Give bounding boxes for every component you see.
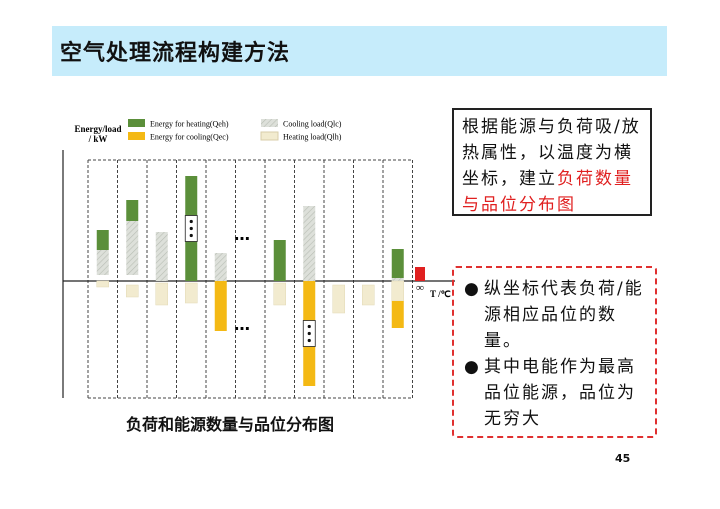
- bar-ec: [391, 301, 404, 328]
- break-dot: [307, 324, 311, 329]
- notes-box: ● 纵坐标代表负荷/能源相应品位的数量。 ● 其中电能作为最高品位能源，品位为无…: [452, 266, 657, 438]
- note-item: ● 其中电能作为最高品位能源，品位为无穷大: [464, 354, 647, 432]
- break-dot: [307, 331, 311, 336]
- note-text-2: 其中电能作为最高品位能源，品位为无穷大: [484, 357, 636, 429]
- infinity-label: ∞: [416, 282, 424, 294]
- ellipsis-upper: …: [234, 225, 250, 244]
- bullet-icon: ●: [464, 357, 481, 377]
- note-item: ● 纵坐标代表负荷/能源相应品位的数量。: [464, 276, 647, 354]
- bar-lh: [126, 284, 139, 298]
- bar-eh: [391, 249, 404, 278]
- note-text-1: 纵坐标代表负荷/能源相应品位的数量。: [484, 279, 644, 351]
- bar-electricity: [415, 267, 425, 281]
- title-bar: 空气处理流程构建方法: [52, 26, 667, 76]
- bar-lc: [96, 250, 109, 275]
- legend-label: Cooling load(Qlc): [283, 120, 342, 129]
- bar-lc: [126, 221, 139, 275]
- bar-lc: [303, 206, 316, 281]
- bar-lc: [391, 278, 404, 281]
- y-axis-label-line1: Energy/load: [74, 124, 121, 134]
- bar-lc: [155, 232, 168, 281]
- legend-swatch: [128, 132, 145, 140]
- bar-lh: [96, 280, 109, 288]
- bullet-icon: ●: [464, 279, 481, 299]
- bar-eh: [273, 240, 286, 281]
- bar-lc: [214, 253, 227, 281]
- y-axis-label-line2: / kW: [88, 134, 108, 144]
- break-dot: [189, 219, 193, 224]
- break-dot: [189, 226, 193, 231]
- bar-lh: [362, 284, 375, 306]
- legend-label: Energy for heating(Qeh): [150, 120, 229, 129]
- distribution-chart: Energy for heating(Qeh) Cooling load(Qlc)…: [62, 119, 455, 399]
- chart-caption: 负荷和能源数量与品位分布图: [126, 415, 335, 434]
- slide-title: 空气处理流程构建方法: [60, 41, 291, 66]
- bar-lh: [332, 284, 345, 314]
- break-dot: [307, 338, 311, 343]
- legend-swatch: [260, 131, 279, 141]
- legend-label: Energy for cooling(Qec): [150, 133, 229, 142]
- legend-swatch: [261, 119, 278, 127]
- bar-eh: [126, 200, 139, 221]
- explanation-box: 根据能源与负荷吸/放热属性，以温度为横坐标，建立负荷数量与品位分布图: [452, 108, 652, 216]
- ellipsis-lower: …: [234, 315, 250, 334]
- x-axis-label: T /℃: [430, 289, 451, 299]
- explanation-highlight: 负荷数量与品位分布图: [462, 169, 633, 215]
- bar-lh: [273, 282, 286, 306]
- bar-lh: [391, 280, 404, 302]
- explanation-text: 根据能源与负荷吸/放热属性，以温度为横坐标，建立: [462, 117, 641, 189]
- legend-swatch: [128, 119, 145, 127]
- bar-ec: [214, 281, 227, 331]
- legend-label: Heating load(Qlh): [283, 133, 342, 142]
- bar-lh: [155, 282, 168, 306]
- page-number: 45: [615, 452, 631, 465]
- bar-lh: [185, 282, 198, 304]
- break-dot: [189, 233, 193, 238]
- bar-eh: [96, 230, 109, 250]
